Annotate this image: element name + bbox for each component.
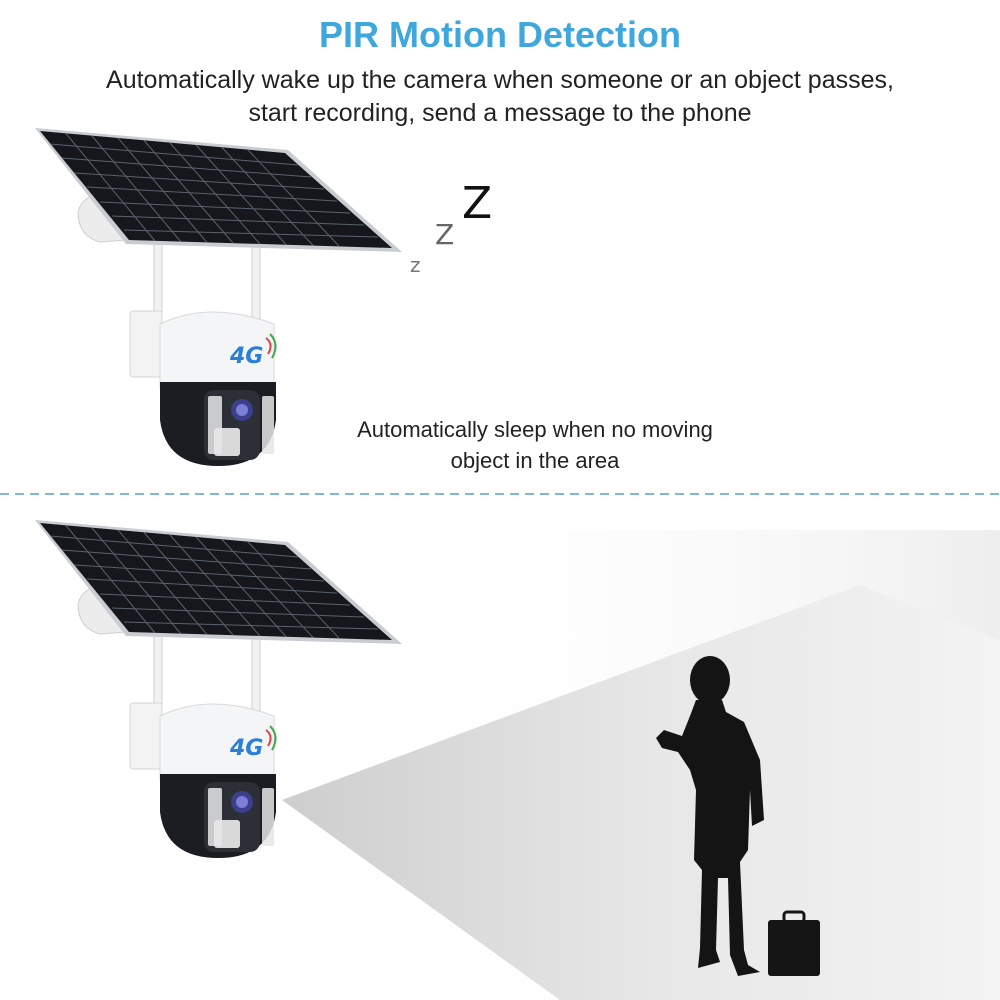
page-title: PIR Motion Detection <box>319 14 681 55</box>
sleep-z-large: Z <box>462 178 493 229</box>
solar-camera-sleeping <box>35 128 402 466</box>
sleep-z-medium: Z <box>435 218 455 251</box>
solar-4g-ptz-camera-icon <box>35 520 402 858</box>
sleep-caption: Automatically sleep when no moving objec… <box>357 417 713 473</box>
sleep-z-small: z <box>410 253 421 277</box>
network-4g-badge: 4G <box>230 736 264 761</box>
network-4g-badge: 4G <box>230 344 264 369</box>
person-silhouette-icon <box>656 656 820 976</box>
pir-detection-beam <box>282 585 1000 1000</box>
solar-4g-ptz-camera-icon <box>35 128 402 466</box>
page-subtitle: Automatically wake up the camera when so… <box>106 66 894 127</box>
section-divider <box>0 493 1000 495</box>
solar-camera-active <box>35 520 402 858</box>
